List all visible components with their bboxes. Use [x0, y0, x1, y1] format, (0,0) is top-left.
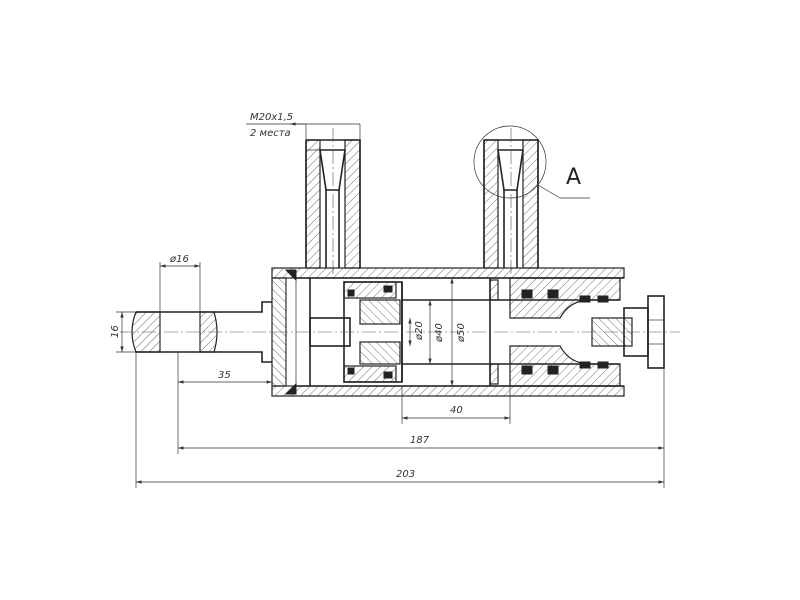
rod-flat-label: 16	[110, 325, 121, 338]
rod-diameter-label: ø16	[169, 254, 189, 265]
inner-d40-label: ø40	[434, 323, 445, 343]
stroke-label: 40	[450, 405, 463, 416]
dimension-inner-diameters: ø20 ø40 ø50	[408, 278, 467, 386]
dimension-length-187: 187	[177, 368, 665, 488]
detail-view-label: A	[566, 165, 581, 190]
dimension-rod-flat: 16	[110, 311, 136, 353]
thread-spec-label: M20x1,5	[250, 112, 293, 123]
detail-view-marker: A	[473, 125, 590, 199]
thread-count-label: 2 места	[250, 128, 291, 139]
dimension-rod-diameter: ø16	[159, 254, 201, 312]
rod-length-label: 35	[218, 370, 231, 381]
thread-callout: M20x1,5 2 места	[246, 112, 361, 140]
length-203-label: 203	[396, 469, 415, 480]
port-fitting-left	[305, 128, 361, 282]
dimension-stroke: 40	[401, 386, 511, 424]
length-187-label: 187	[410, 435, 430, 446]
dimension-length-203: 203	[135, 352, 664, 488]
inner-d20-label: ø20	[414, 321, 425, 341]
port-fitting-right	[483, 128, 539, 282]
bore-d50-label: ø50	[456, 323, 467, 343]
dimension-rod-length: 35	[177, 352, 272, 386]
